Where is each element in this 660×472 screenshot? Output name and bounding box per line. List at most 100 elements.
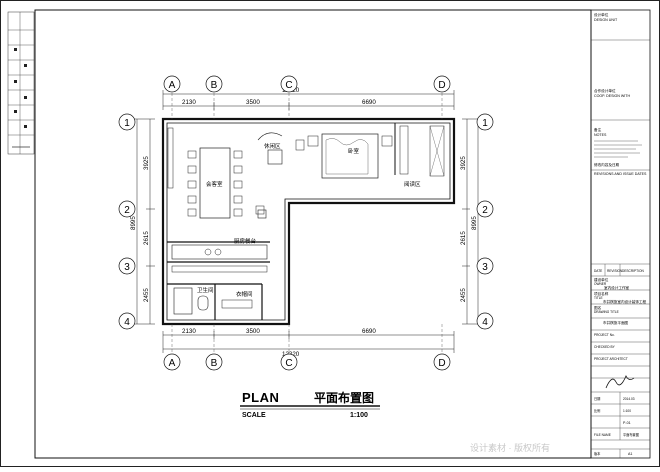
grid-label-right-3: 3 — [482, 262, 488, 273]
dim-bottom-seg-1: 2130 — [182, 328, 196, 335]
dim-right-seg-2: 2615 — [460, 231, 467, 245]
tb-sheet-value: P-01 — [623, 421, 631, 425]
tb-file-value: 平面布置图 — [623, 432, 639, 437]
grid-label-top-b: B — [211, 80, 218, 91]
scale-value: 1:100 — [350, 412, 368, 419]
grid-bubble-right-2 — [476, 200, 494, 218]
tb-design-unit-en: DESIGN UNIT — [594, 18, 618, 22]
tb-rev-head-description: DESCRIPTION — [622, 269, 644, 273]
room-label-kitchen: 厨房餐台 — [234, 237, 257, 245]
tb-drawing-value: 市井棋旅平面图 — [603, 320, 629, 325]
grid-bubble-right-1 — [476, 113, 494, 131]
tb-notes-en: NOTES — [594, 133, 607, 137]
grid-bubble-top-c — [280, 75, 298, 93]
tb-project-no: PROJECT No. — [594, 333, 615, 337]
tb-owner-value: 室内设计工作室 — [604, 285, 630, 290]
room-label-rest: 休闲区 — [264, 142, 281, 150]
exterior-walls — [161, 117, 456, 326]
signature — [605, 375, 635, 389]
tb-drawing-en: DRAWING TITLE — [594, 310, 619, 314]
dim-bottom-seg-3: 6690 — [362, 328, 376, 335]
dim-left-seg-1: 3925 — [143, 156, 150, 170]
grid-bubble-right-4 — [476, 312, 494, 330]
grid-bubble-bottom-a — [163, 353, 181, 371]
grid-bubbles-top: A B C D — [163, 75, 451, 93]
grid-bubbles-bottom: A B C D — [163, 353, 451, 371]
tb-rev-head-revision: REVISION — [607, 269, 623, 273]
dim-bottom-seg-2: 3500 — [246, 328, 260, 335]
grid-lines — [171, 93, 443, 352]
title-block: 设计单位 DESIGN UNIT 合作设计单位 COOP. DESIGN WIT… — [590, 9, 651, 459]
tb-project-value: 市井棋旅室内设计装饰工程 — [603, 299, 647, 304]
drawing-title: PLAN 平面布置图 SCALE 1:100 — [240, 390, 380, 419]
bottom-dimensions — [162, 331, 455, 353]
tb-scale-label: 比例 — [594, 408, 600, 413]
tb-coop-en: COOP. DESIGN WITH — [594, 94, 630, 98]
grid-label-left-3: 3 — [124, 262, 130, 273]
tb-owner-label: 建设单位 — [594, 277, 609, 282]
dim-left-seg-3: 2455 — [143, 288, 150, 302]
dim-left-seg-2: 2615 — [143, 231, 150, 245]
column — [255, 205, 265, 215]
tb-version-label: 版本 — [594, 451, 601, 456]
tb-rev-label: 修改内容及日期 — [594, 162, 620, 167]
tb-checked: CHECKED BY — [594, 345, 616, 349]
room-label-bathroom: 卫生间 — [197, 286, 214, 294]
bathroom-fixtures — [173, 287, 253, 315]
dim-right-total: 8995 — [471, 216, 478, 230]
tb-project-en: TITLE — [594, 296, 603, 300]
kitchen-counter — [171, 244, 268, 273]
scale-label: SCALE — [242, 412, 266, 419]
grid-bubble-top-a — [163, 75, 181, 93]
tb-version-value: A1 — [628, 452, 632, 456]
grid-label-top-a: A — [169, 80, 176, 91]
watermark: 设计素材 · 版权所有 — [470, 442, 550, 453]
grid-bubble-top-b — [205, 75, 223, 93]
tb-rev-head-date: DATE — [594, 269, 602, 273]
reading-furniture — [399, 125, 445, 177]
grid-label-bottom-d: D — [438, 358, 445, 369]
grid-bubble-left-3 — [118, 257, 136, 275]
tb-date-label: 日期 — [594, 396, 600, 401]
meeting-table — [187, 147, 243, 219]
tb-architect: PROJECT ARCHITECT — [594, 357, 628, 361]
grid-label-bottom-c: C — [285, 358, 292, 369]
dim-top-seg-1: 2130 — [182, 99, 196, 106]
wall-cabinet — [167, 127, 174, 189]
grid-bubbles-right: 1 2 3 4 — [476, 113, 494, 330]
room-label-bedroom: 卧室 — [348, 147, 360, 155]
grid-bubble-right-3 — [476, 257, 494, 275]
tb-project-label: 项目名称 — [594, 291, 609, 296]
dim-top-seg-2: 3500 — [246, 99, 260, 106]
grid-label-top-d: D — [438, 80, 445, 91]
tb-design-unit-label: 设计单位 — [594, 12, 609, 17]
grid-label-top-c: C — [285, 80, 292, 91]
dim-left-total: 8995 — [130, 216, 137, 230]
bed — [307, 133, 393, 179]
room-label-reading: 阅读区 — [404, 180, 421, 188]
tb-coop-label: 合作设计单位 — [594, 88, 616, 93]
grid-bubble-bottom-d — [433, 353, 451, 371]
grid-label-left-4: 4 — [124, 317, 130, 328]
grid-label-right-4: 4 — [482, 317, 488, 328]
interior-wall-line — [166, 122, 451, 321]
grid-bubble-top-d — [433, 75, 451, 93]
title-cn: 平面布置图 — [314, 390, 374, 405]
tb-date-value: 2014.03 — [623, 397, 635, 401]
grid-label-left-1: 1 — [124, 118, 130, 129]
room-label-meeting: 会客室 — [206, 180, 223, 188]
tb-owner-en: OWNER — [594, 282, 607, 286]
tb-rev-en: REVISIONS AND ISSUE DATES — [594, 172, 647, 176]
binding-strip — [7, 11, 35, 155]
grid-bubbles-left: 1 2 3 4 — [118, 113, 136, 330]
tb-drawing-label: 图名 — [594, 305, 602, 310]
floor-plan: 会客室 休闲区 卧室 阅读区 厨房餐台 卫生间 衣帽间 — [161, 117, 456, 326]
dim-top-seg-3: 6690 — [362, 99, 376, 106]
grid-label-bottom-b: B — [211, 358, 218, 369]
dim-right-seg-1: 3925 — [460, 156, 467, 170]
grid-label-right-2: 2 — [482, 205, 488, 216]
grid-bubble-left-1 — [118, 113, 136, 131]
